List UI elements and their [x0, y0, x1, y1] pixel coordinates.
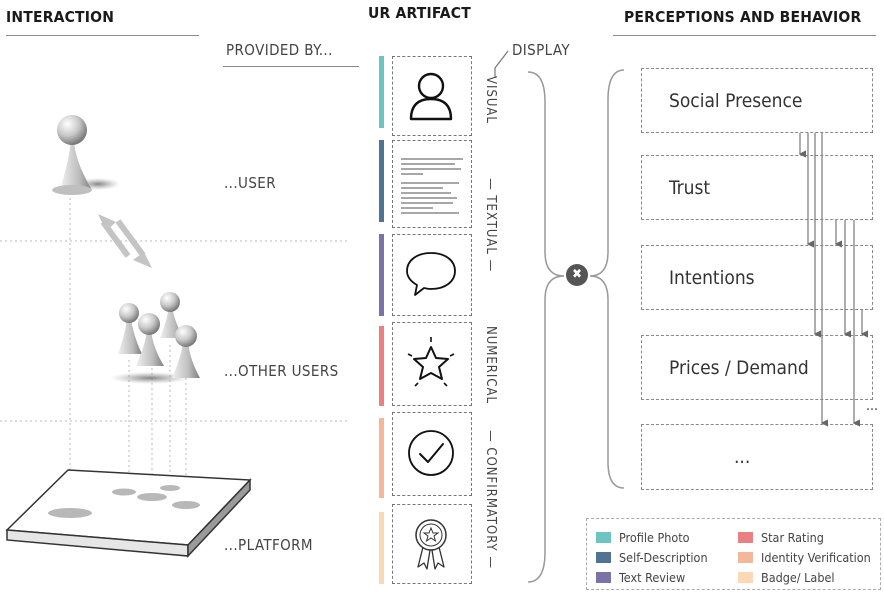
- legend-swatch: [596, 572, 611, 583]
- legend-item: Badge/ Label: [738, 570, 835, 585]
- self-description-bar: [379, 140, 384, 222]
- text-lines-icon: [401, 158, 463, 214]
- row-label-other-users: ...OTHER USERS: [224, 362, 339, 380]
- legend-label: Self-Description: [619, 550, 708, 565]
- perception-arrows: [798, 133, 868, 427]
- user-pawn-icon: [52, 115, 120, 195]
- person-icon: [409, 72, 453, 121]
- legend-box: [586, 518, 881, 590]
- legend-item: Profile Photo: [596, 530, 690, 545]
- checkmark-icon: [408, 430, 454, 476]
- perceptions-header: PERCEPTIONS AND BEHAVIOR: [624, 8, 862, 26]
- perception-intentions: Intentions: [641, 245, 873, 310]
- star-icon: [407, 337, 455, 387]
- perceptions-header-rule: [613, 35, 876, 36]
- perception-trust: Trust: [641, 155, 873, 220]
- badge-icon: [415, 519, 447, 570]
- perception-social-presence: Social Presence: [641, 68, 873, 133]
- provided-by-label: PROVIDED BY...: [226, 41, 333, 59]
- other-users-pawns-icon: [110, 292, 200, 384]
- perception-prices-demand: Prices / Demand: [641, 335, 873, 400]
- provided-by-rule: [223, 66, 359, 67]
- legend-swatch: [596, 552, 611, 563]
- confirmatory-label: — CONFIRMATORY —: [483, 430, 498, 570]
- identity-verification-box: [392, 412, 472, 496]
- text-review-box: [392, 234, 472, 316]
- legend-swatch: [596, 532, 611, 543]
- speech-bubble-icon: [406, 252, 456, 296]
- legend-label: Star Rating: [761, 530, 824, 545]
- interaction-illustration: [0, 115, 350, 558]
- platform-slab-icon: [5, 469, 252, 558]
- identity-verification-bar: [379, 418, 384, 498]
- legend-item: Star Rating: [738, 530, 824, 545]
- profile-photo-bar: [379, 56, 384, 128]
- ellipsis-label: ...: [866, 398, 878, 414]
- badge-label-box: [392, 504, 472, 584]
- legend-label: Identity Verification: [761, 550, 871, 565]
- interaction-header-rule: [6, 35, 199, 36]
- self-description-box: [392, 140, 472, 228]
- legend-item: Self-Description: [596, 550, 708, 565]
- row-label-user: ...USER: [224, 174, 277, 192]
- badge-label-bar: [379, 512, 384, 584]
- legend-label: Profile Photo: [619, 530, 690, 545]
- numerical-label: NUMERICAL: [483, 326, 498, 405]
- legend-label: Badge/ Label: [761, 570, 835, 585]
- textual-label: — TEXTUAL —: [483, 178, 498, 273]
- interaction-header: INTERACTION: [6, 8, 115, 26]
- legend-item: Identity Verification: [738, 550, 871, 565]
- legend-item: Text Review: [596, 570, 685, 585]
- row-label-platform: ...PLATFORM: [224, 536, 313, 554]
- multiply-icon: ✖: [566, 264, 588, 286]
- star-rating-box: [392, 322, 472, 406]
- legend-swatch: [738, 552, 753, 563]
- visual-label: VISUAL: [483, 76, 498, 124]
- profile-photo-box: [392, 56, 472, 136]
- legend-swatch: [738, 572, 753, 583]
- text-review-bar: [379, 234, 384, 316]
- legend-swatch: [738, 532, 753, 543]
- display-connector: [494, 50, 509, 78]
- star-rating-bar: [379, 326, 384, 406]
- legend-label: Text Review: [619, 570, 686, 585]
- display-label: DISPLAY: [512, 41, 571, 59]
- perception-more: ...: [641, 424, 873, 490]
- brace-group: [527, 69, 625, 583]
- ur-artifact-header: UR ARTIFACT: [368, 4, 471, 22]
